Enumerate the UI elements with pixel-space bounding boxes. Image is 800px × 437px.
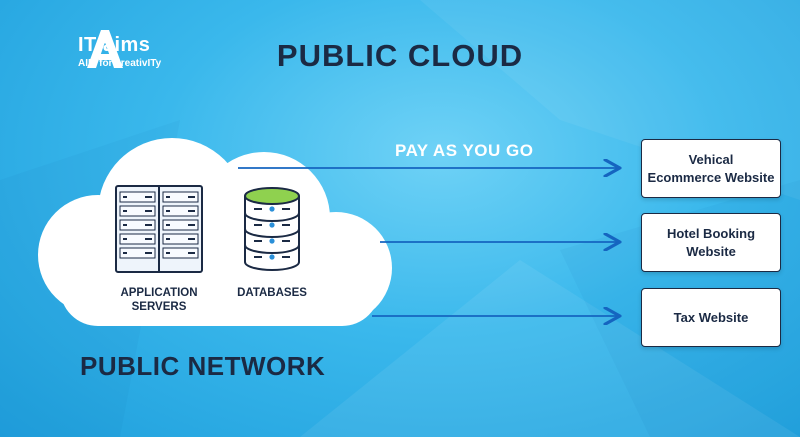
website-card-label: Tax Website	[673, 309, 749, 325]
brand-name: IT aims	[78, 34, 151, 56]
database-icon	[244, 187, 300, 271]
website-card-label: Vehical Ecommerce Website	[647, 151, 775, 185]
application-servers-label: APPLICATION SERVERS	[120, 287, 198, 313]
cloud-shape	[38, 138, 392, 326]
brand-tagline: AIM for creativITy	[78, 58, 162, 69]
pay-as-you-go-label: PAY AS YOU GO	[395, 141, 534, 160]
page-title: PUBLIC CLOUD	[276, 38, 524, 73]
website-card-vehical-ecommerce: Vehical Ecommerce Website	[641, 139, 781, 198]
website-card-hotel-booking: Hotel Booking Website	[641, 213, 781, 272]
databases-label: DATABASES	[237, 287, 307, 299]
server-rack-icon	[115, 185, 203, 273]
brand-logo-icon	[87, 30, 123, 68]
website-card-label: Hotel Booking Website	[666, 225, 756, 259]
public-network-label: PUBLIC NETWORK	[80, 351, 326, 381]
website-card-tax: Tax Website	[641, 288, 781, 347]
